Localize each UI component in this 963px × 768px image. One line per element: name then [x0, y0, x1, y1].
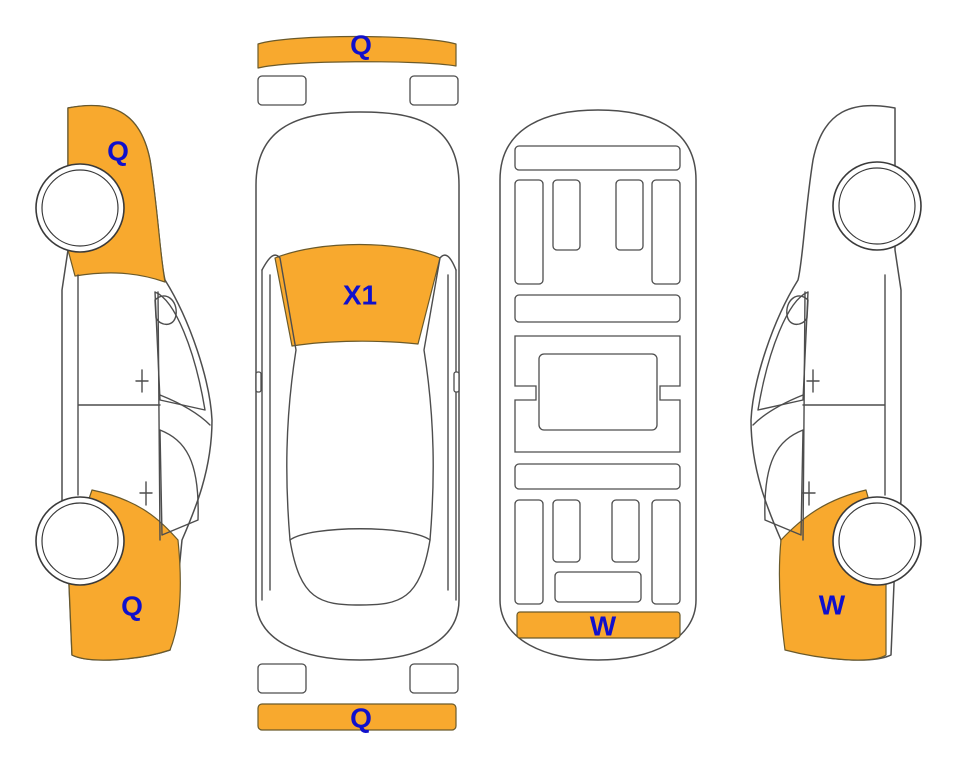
left-side-rear-wheel [35, 496, 125, 586]
right-side-window-front [757, 291, 809, 411]
underside-view: W [499, 109, 697, 661]
underside-rear-panel-code: W [590, 611, 617, 642]
right-side-rear-wheel [832, 496, 922, 586]
underside-rear-box [554, 571, 642, 603]
right-side-door-line [752, 274, 886, 541]
left-side-front-wheel [35, 163, 125, 253]
underside-mid-crossmember [514, 294, 681, 323]
top-rear-left-light [257, 663, 307, 694]
top-rear-bumper-damage-area [257, 703, 457, 731]
left-side-door-line [77, 274, 211, 541]
left-side-window-rear [159, 429, 199, 536]
top-front-right-light [409, 75, 459, 106]
top-roof-line [289, 528, 431, 541]
underside-rear-left-inner [552, 499, 581, 563]
underside-rear-right-rail [651, 499, 681, 605]
underside-rear-crossmember [514, 463, 681, 490]
underside-front-right-inner [615, 179, 644, 251]
underside-rear-left-rail [514, 499, 544, 605]
left-side-view: Q Q [35, 104, 213, 661]
underside-front-right-rail [651, 179, 681, 285]
top-front-bumper-damage-area [257, 35, 457, 69]
left-side-front-wheel-rim [41, 169, 119, 247]
right-side-front-wheel [832, 161, 922, 251]
right-side-view: W [750, 104, 922, 661]
top-view: Q X1 Q [255, 30, 460, 734]
top-front-bumper-code: Q [350, 30, 372, 61]
underside-front-left-inner [552, 179, 581, 251]
right-side-handle-rear [802, 481, 816, 506]
right-side-front-wheel-rim [838, 167, 916, 245]
left-side-handle-rear [139, 481, 153, 506]
underside-rear-panel-damage-area [516, 611, 681, 639]
underside-rear-right-inner [611, 499, 640, 563]
top-windshield-code: X1 [343, 280, 377, 311]
right-side-mirror [786, 295, 809, 326]
right-rear-damage-code: W [819, 590, 846, 621]
right-side-rear-wheel-rim [838, 502, 916, 580]
left-side-handle-front [135, 369, 149, 393]
top-cabin-outline [261, 254, 457, 606]
top-rear-right-light [409, 663, 459, 694]
underside-center-panel [538, 353, 658, 431]
top-left-mirror [255, 371, 262, 393]
top-front-left-light [257, 75, 307, 106]
top-side-sills [261, 269, 457, 601]
right-side-handle-front [806, 369, 820, 393]
top-right-mirror [453, 371, 460, 393]
left-side-window-front [154, 291, 206, 411]
right-side-window-rear [764, 429, 804, 536]
underside-front-crossmember [514, 145, 681, 171]
left-side-mirror [154, 295, 177, 326]
top-rear-bumper-code: Q [350, 703, 372, 734]
underside-front-left-rail [514, 179, 544, 285]
left-side-rear-wheel-rim [41, 502, 119, 580]
left-rear-damage-code: Q [121, 591, 143, 622]
left-front-damage-code: Q [107, 136, 129, 167]
